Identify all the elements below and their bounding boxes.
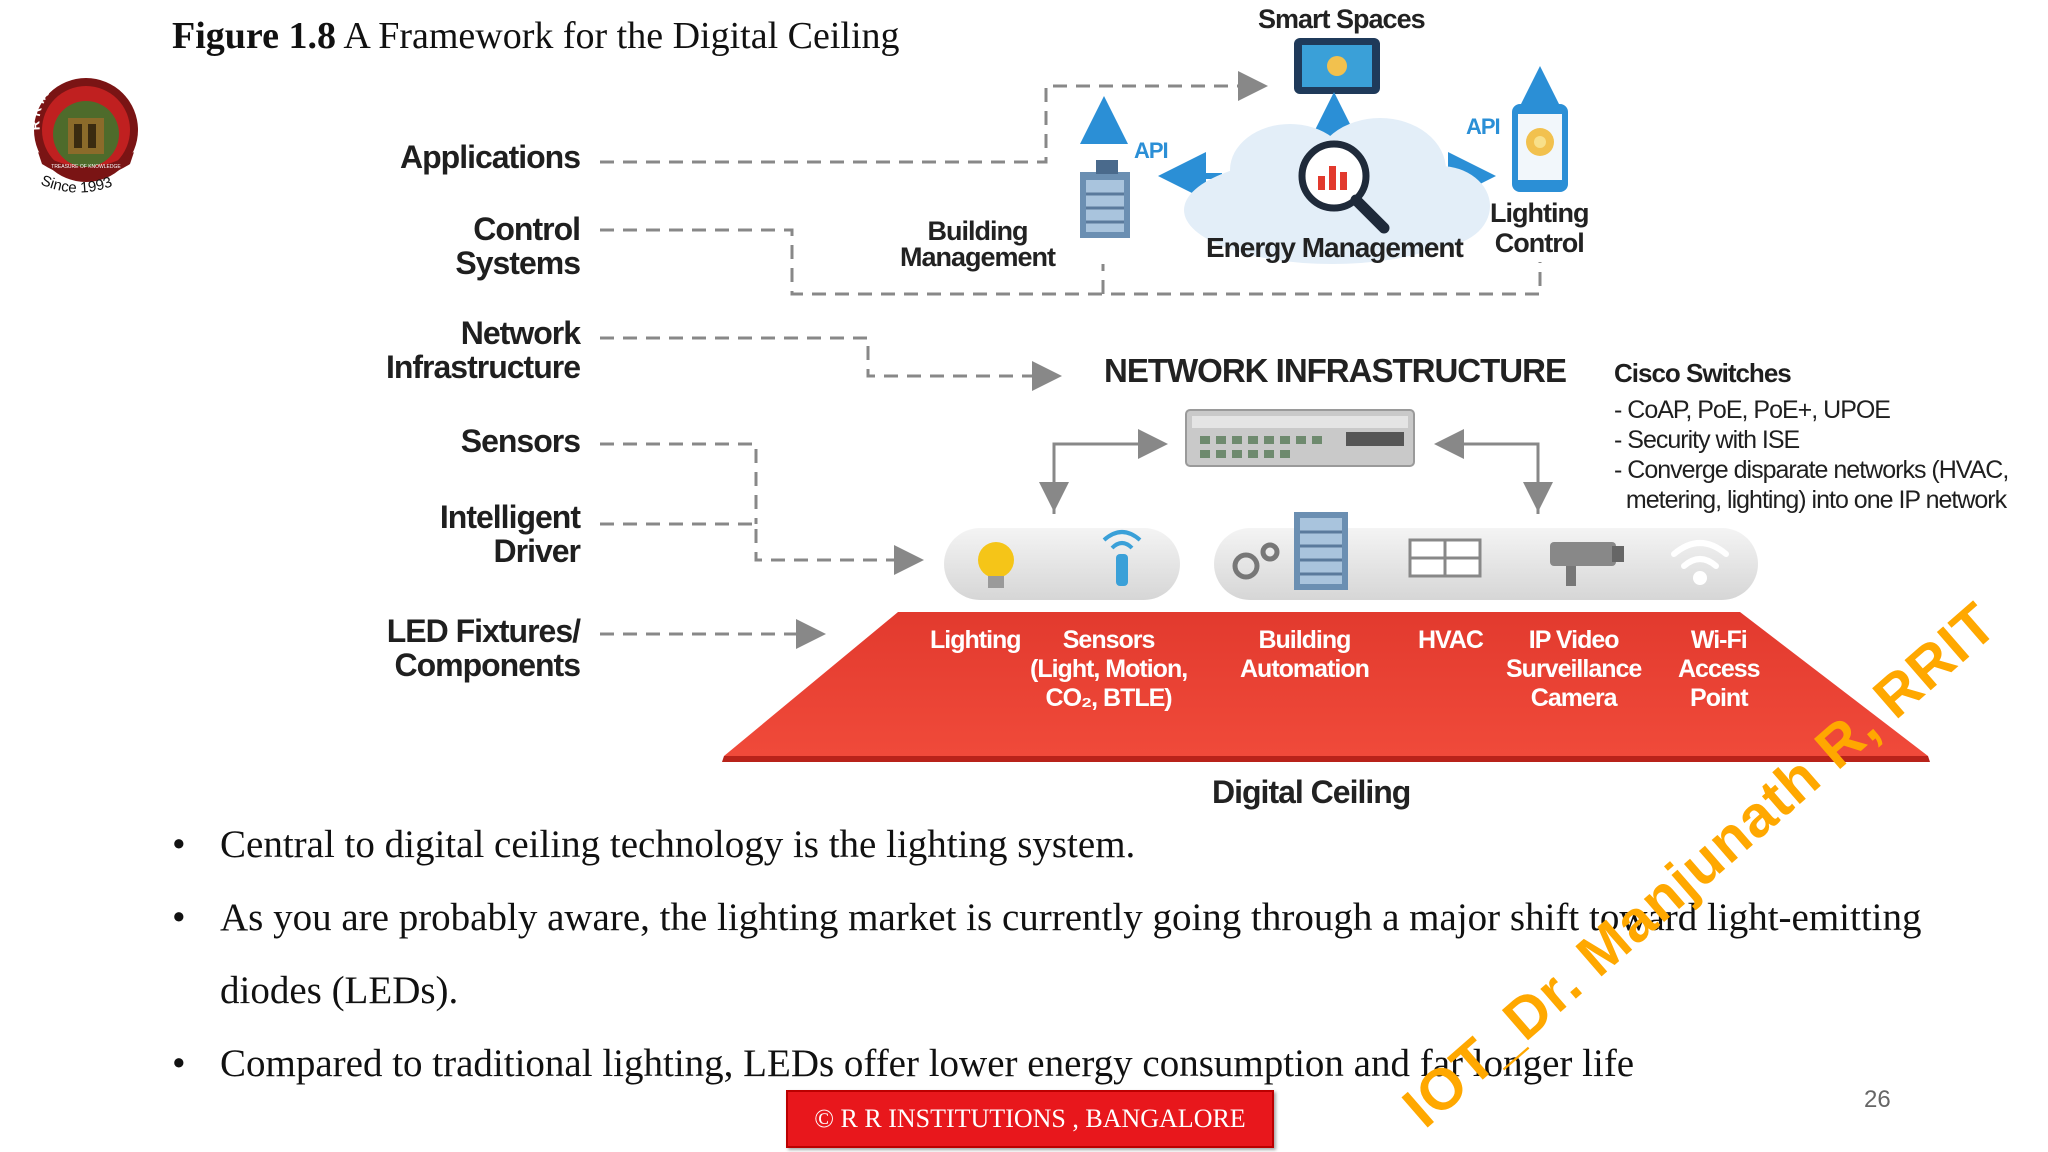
layer-network-infrastructure: Network Infrastructure <box>385 315 581 385</box>
digital-ceiling-edge <box>722 756 1930 762</box>
layer-applications: Applications <box>399 139 581 175</box>
layer-intelligent-driver: Intelligent Driver <box>439 499 581 569</box>
footer-banner: © R R INSTITUTIONS , BANGALORE <box>786 1090 1274 1148</box>
figure-title: Figure 1.8 A Framework for the Digital C… <box>172 14 900 58</box>
figure-number: Figure 1.8 <box>172 15 336 57</box>
wifi-icon <box>1671 540 1729 585</box>
dashed-connectors <box>600 71 1542 649</box>
energy-magnifier-icon <box>1298 140 1390 234</box>
bullet-item: Compared to traditional lighting, LEDs o… <box>172 1027 2012 1100</box>
energy-management-label: Energy Management <box>1206 232 1464 263</box>
cisco-item: - CoAP, PoE, PoE+, UPOE <box>1614 396 1891 424</box>
institution-logo: R R INSTITUTIONS TREASURE OF KNOWLEDGE S… <box>18 52 148 212</box>
figure-caption: A Framework for the Digital Ceiling <box>335 15 900 57</box>
api-label-right: API <box>1466 114 1501 139</box>
hvac-icon <box>1408 538 1482 578</box>
ceiling-item-lighting: Lighting <box>930 626 1022 654</box>
surveillance-camera-icon <box>1550 542 1624 586</box>
ceiling-item-sensors: Sensors (Light, Motion, CO₂, BTLE) <box>1030 626 1188 712</box>
cisco-switches-box: Cisco Switches - CoAP, PoE, PoE+, UPOE -… <box>1614 358 2009 515</box>
layer-control-systems: Control Systems <box>455 211 581 281</box>
digital-ceiling-platform <box>724 612 1928 756</box>
building-icon <box>1080 160 1130 238</box>
lighting-control-label: Lighting Control <box>1490 198 1589 258</box>
building-automation-icon <box>1294 512 1348 590</box>
building-management-label: Building Management <box>900 216 1056 272</box>
bullet-list: Central to digital ceiling technology is… <box>172 808 2012 1100</box>
light-bulb-icon <box>978 542 1014 588</box>
gears-icon <box>1232 542 1280 580</box>
digital-ceiling-label: Digital Ceiling <box>1212 774 1411 810</box>
smart-spaces-tablet-icon <box>1294 38 1380 94</box>
network-switch-icon <box>1185 409 1415 467</box>
cisco-item: - Converge disparate networks (HVAC, <box>1614 456 2009 484</box>
ceiling-item-hvac: HVAC <box>1418 626 1484 654</box>
cisco-heading: Cisco Switches <box>1614 358 1792 388</box>
api-label-left: API <box>1134 138 1169 163</box>
sensor-icon <box>1102 530 1142 586</box>
ceiling-item-building-automation: Building Automation <box>1240 626 1370 683</box>
ceiling-item-ip-video: IP Video Surveillance Camera <box>1506 626 1642 712</box>
switch-connectors <box>1039 429 1553 514</box>
lighting-control-phone-icon <box>1512 104 1568 192</box>
bullet-item: As you are probably aware, the lighting … <box>172 881 2012 1027</box>
ceiling-item-wifi: Wi-Fi Access Point <box>1678 626 1761 712</box>
bullet-item: Central to digital ceiling technology is… <box>172 808 2012 881</box>
cisco-item: metering, lighting) into one IP network <box>1614 486 2007 514</box>
logo-tagline: TREASURE OF KNOWLEDGE <box>51 164 121 170</box>
layer-sensors: Sensors <box>460 423 581 459</box>
layer-led-fixtures: LED Fixtures/ Components <box>386 613 581 683</box>
smart-spaces-label: Smart Spaces <box>1258 4 1426 34</box>
page-number: 26 <box>1864 1086 1891 1113</box>
network-infrastructure-title: NETWORK INFRASTRUCTURE <box>1104 352 1567 389</box>
cisco-item: - Security with ISE <box>1614 426 1800 454</box>
